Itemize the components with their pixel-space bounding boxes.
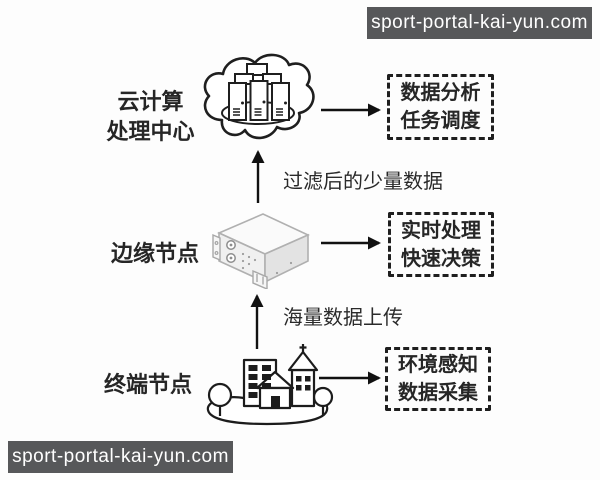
terminal-box-line1: 环境感知	[398, 354, 478, 376]
edge-box-line1: 实时处理	[401, 219, 481, 242]
watermark-badge-top: sport-portal-kai-yun.com	[367, 7, 592, 39]
edge-box-line2: 快速决策	[401, 247, 481, 270]
edge-server-box-icon	[212, 213, 310, 289]
watermark-text-top: sport-portal-kai-yun.com	[371, 12, 588, 33]
mass-upload-arrow-label: 海量数据上传	[283, 307, 403, 329]
terminal-box-line2: 数据采集	[398, 382, 478, 404]
cloud-datacenter-icon	[203, 53, 315, 140]
cloud-label-line1: 云计算	[117, 89, 184, 114]
watermark-badge-bottom: sport-portal-kai-yun.com	[8, 441, 233, 473]
watermark-text-bottom: sport-portal-kai-yun.com	[12, 446, 229, 467]
cloud-node-label: 云计算 处理中心	[93, 87, 208, 147]
edge-node-label: 边缘节点	[110, 241, 199, 266]
cloud-box-line2: 任务调度	[400, 110, 481, 132]
terminal-node-label: 终端节点	[103, 372, 192, 397]
city-buildings-icon	[206, 344, 334, 426]
filtered-data-arrow-label: 过滤后的少量数据	[283, 171, 443, 193]
edge-output-box: 实时处理 快速决策	[388, 212, 494, 277]
cloud-box-line1: 数据分析	[400, 82, 481, 104]
cloud-output-box: 数据分析 任务调度	[387, 74, 494, 140]
terminal-output-box: 环境感知 数据采集	[385, 347, 491, 411]
cloud-label-line2: 处理中心	[106, 119, 195, 144]
